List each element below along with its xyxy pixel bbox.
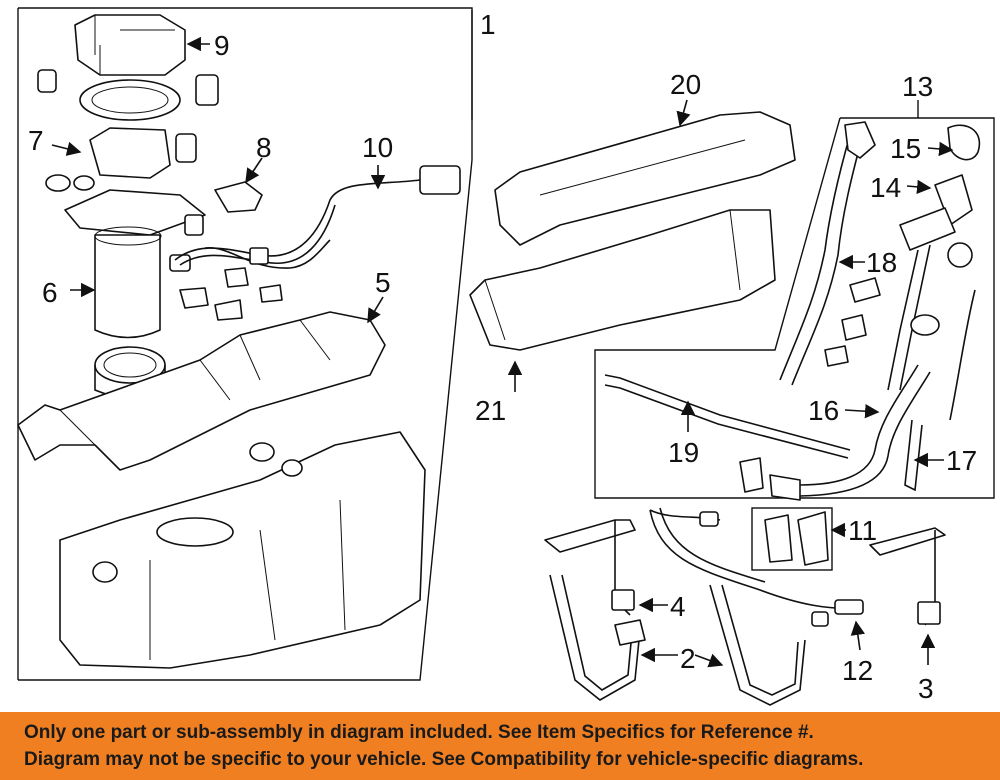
callout-16: 16 xyxy=(808,395,839,426)
callout-9: 9 xyxy=(214,30,230,61)
filler-hoses xyxy=(739,364,931,501)
notice-banner: Only one part or sub-assembly in diagram… xyxy=(0,712,1000,780)
callout-18: 18 xyxy=(866,247,897,278)
fuel-tank xyxy=(59,431,426,669)
callout-6: 6 xyxy=(42,277,58,308)
callout-15: 15 xyxy=(890,133,921,164)
callout-7: 7 xyxy=(28,125,44,156)
callout-19: 19 xyxy=(668,437,699,468)
leader-arrows xyxy=(51,36,954,668)
tank-shield-upper xyxy=(494,111,796,246)
callout-14: 14 xyxy=(870,172,901,203)
callout-1: 1 xyxy=(480,9,496,40)
callout-2: 2 xyxy=(680,643,696,674)
strap-bracket-left xyxy=(544,519,636,616)
fuel-pump-module-cover xyxy=(37,14,219,106)
callout-3: 3 xyxy=(918,673,934,704)
callout-20: 20 xyxy=(670,69,701,100)
tank-strap-right xyxy=(709,584,806,706)
pump-wiring-harness xyxy=(649,507,864,627)
filler-neck-assembly xyxy=(779,121,981,421)
callout-4: 4 xyxy=(670,591,686,622)
small-fittings xyxy=(169,214,283,321)
fuel-pump-module xyxy=(64,189,206,399)
callout-10: 10 xyxy=(362,132,393,163)
fuel-level-sender xyxy=(45,127,197,192)
callout-17: 17 xyxy=(946,445,977,476)
callout-21: 21 xyxy=(475,395,506,426)
notice-line-2: Diagram may not be specific to your vehi… xyxy=(24,749,864,770)
vent-tube xyxy=(604,374,851,459)
callout-11: 11 xyxy=(848,515,877,546)
callout-8: 8 xyxy=(256,132,272,163)
mounting-bracket xyxy=(764,511,829,566)
callout-12: 12 xyxy=(842,655,873,686)
tank-strap-left xyxy=(549,574,646,701)
callout-5: 5 xyxy=(375,267,391,298)
item-11-box xyxy=(751,507,833,571)
fuel-tank-shield xyxy=(17,311,386,471)
strap-bracket-right xyxy=(869,527,946,626)
fuel-system-diagram: 1 2 3 4 5 6 7 8 9 10 11 12 13 14 15 16 1… xyxy=(17,7,995,706)
wiring-harness xyxy=(174,165,461,269)
notice-line-1: Only one part or sub-assembly in diagram… xyxy=(24,722,814,743)
assembly-13-frame xyxy=(594,117,995,499)
callout-13: 13 xyxy=(902,71,933,102)
lock-ring xyxy=(79,79,181,121)
callout-labels: 1 2 3 4 5 6 7 8 9 10 11 12 13 14 15 16 1… xyxy=(28,9,977,704)
wiring-connector xyxy=(214,181,263,213)
tank-shield-lower xyxy=(469,209,776,351)
assembly-1-frame xyxy=(18,10,473,681)
